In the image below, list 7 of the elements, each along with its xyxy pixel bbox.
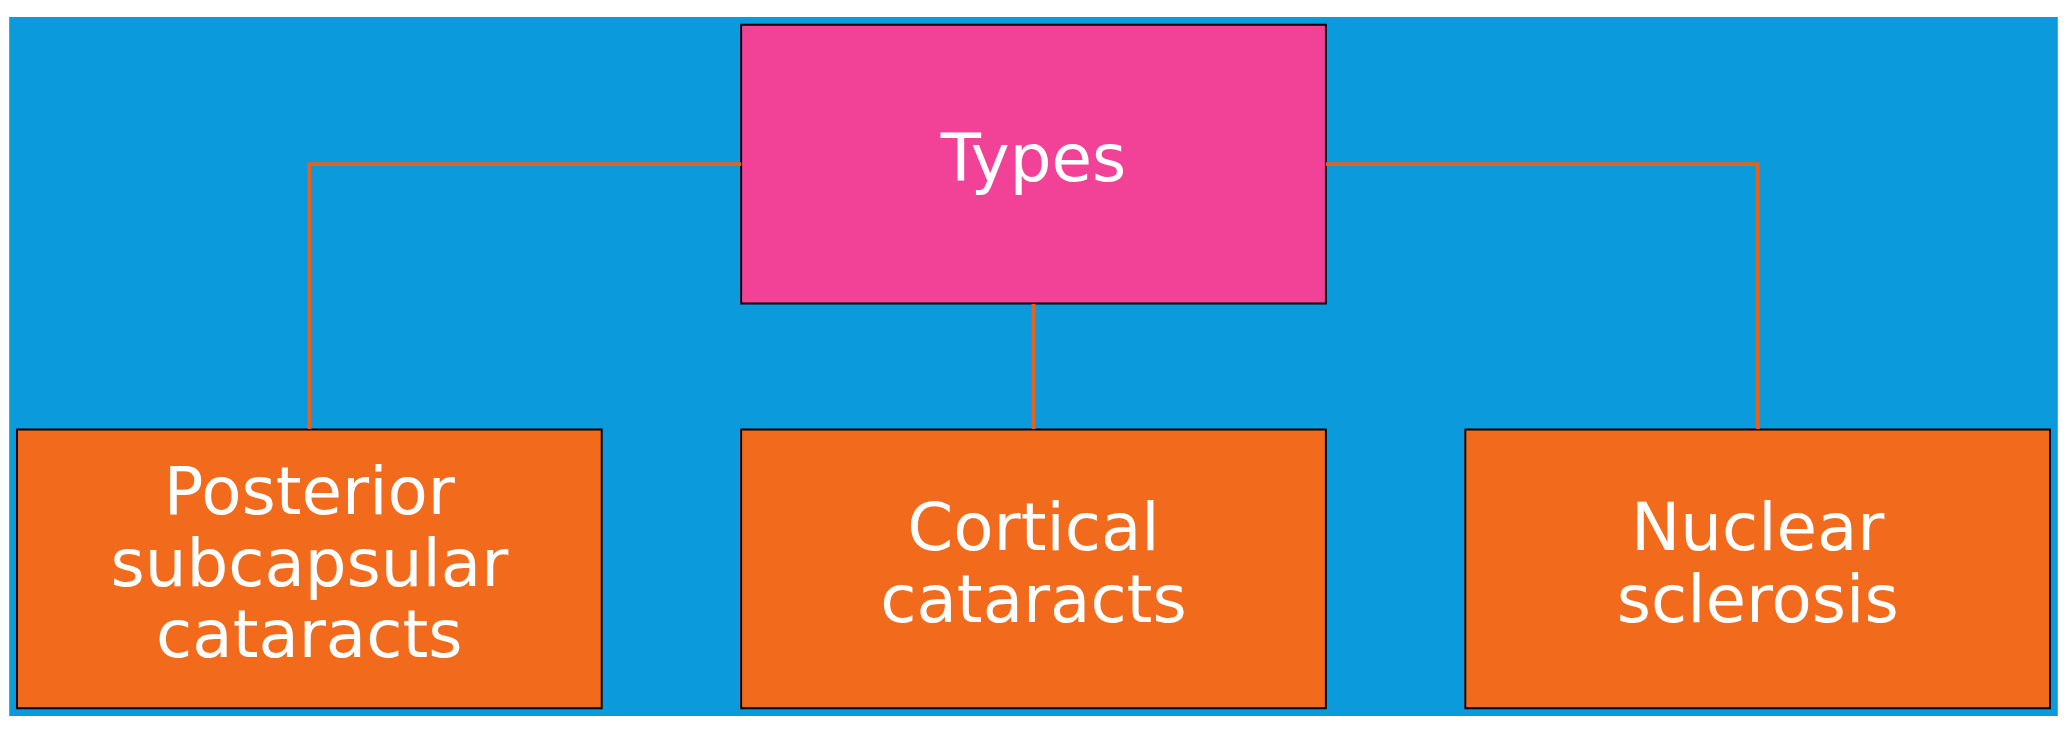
node-box: Types [740,23,1327,305]
node-box: Posterior subcapsular cataracts [15,428,603,710]
connector [1031,304,1036,429]
node-box: Nuclear sclerosis [1464,428,2051,710]
connector [307,162,742,429]
connector [1325,162,1760,429]
node-box: Cortical cataracts [740,428,1327,710]
